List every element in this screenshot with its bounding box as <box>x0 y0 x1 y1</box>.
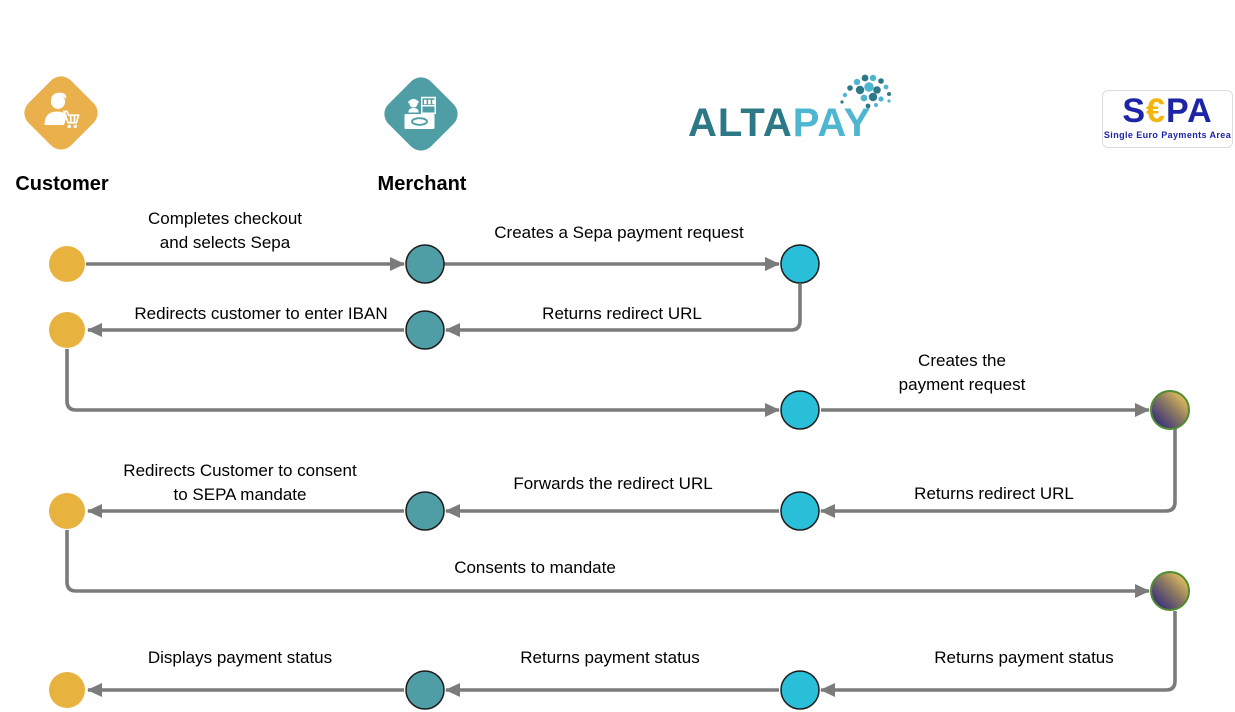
message-label-consents-to-mandate: Consents to mandate <box>454 558 616 577</box>
message-label-returns-payment-status-2: Returns payment status <box>520 648 700 667</box>
message-label-returns-redirect-url-1: Returns redirect URL <box>542 304 702 323</box>
sepa-wordmark-pa: PA <box>1165 92 1213 130</box>
customer-node <box>49 493 85 529</box>
altapay-node <box>780 670 820 710</box>
altapay-node <box>780 390 820 430</box>
message-label-returns-payment-status-1: Returns payment status <box>934 648 1114 667</box>
message-label-displays-payment-status: Displays payment status <box>147 648 333 667</box>
altapay-wordmark-pay: PAY <box>792 101 872 145</box>
arrow-consents-to-mandate <box>65 530 1150 598</box>
customer-node <box>49 312 85 348</box>
cashier-counter-icon <box>404 96 436 129</box>
sepa-wordmark: S€PA <box>1103 93 1232 129</box>
altapay-globe-dots-icon <box>840 74 891 109</box>
altapay-node <box>780 244 820 284</box>
merchant-node <box>405 670 445 710</box>
lifeline-nodes <box>49 244 1190 710</box>
message-label-forwards-redirect-url: Forwards the redirect URL <box>513 474 713 493</box>
sepa-node <box>1150 571 1190 611</box>
merchant-node <box>405 491 445 531</box>
altapay-node <box>780 491 820 531</box>
message-label-creates-sepa-payment-request: Creates a Sepa payment request <box>494 223 744 242</box>
sepa-logo: S€PA Single Euro Payments Area <box>1102 90 1233 148</box>
arrow-returns-redirect-url-2 <box>820 428 1177 518</box>
participant-label-merchant: Merchant <box>377 173 467 195</box>
merchant-node <box>405 244 445 284</box>
participant-label-customer: Customer <box>15 173 109 195</box>
arrow-customer-to-altapay <box>65 349 780 417</box>
participant-merchant <box>378 71 463 156</box>
sepa-node <box>1150 390 1190 430</box>
message-label-creates-payment-request: Creates the payment request <box>898 351 1026 394</box>
message-label-redirects-consent-mandate: Redirects Customer to consent to SEPA ma… <box>123 461 357 504</box>
person-with-shopping-cart-icon <box>44 92 80 128</box>
euro-sign-glyph: € <box>1146 92 1166 130</box>
customer-node <box>49 672 85 708</box>
merchant-node <box>405 310 445 350</box>
sepa-wordmark-s: S <box>1122 92 1147 130</box>
message-arrows <box>65 257 1177 697</box>
message-label-returns-redirect-url-2: Returns redirect URL <box>914 484 1074 503</box>
message-label-redirects-enter-iban: Redirects customer to enter IBAN <box>134 304 388 323</box>
sepa-subtitle: Single Euro Payments Area <box>1103 130 1232 140</box>
altapay-logo: ALTAPAY <box>688 101 871 146</box>
arrow-returns-redirect-url-1 <box>445 284 802 337</box>
arrow-returns-payment-status-1 <box>820 611 1177 697</box>
customer-node <box>49 246 85 282</box>
message-label-completes-checkout: Completes checkout and selects Sepa <box>147 209 303 252</box>
altapay-wordmark-alta: ALTA <box>688 101 793 145</box>
participant-customer <box>18 70 103 155</box>
